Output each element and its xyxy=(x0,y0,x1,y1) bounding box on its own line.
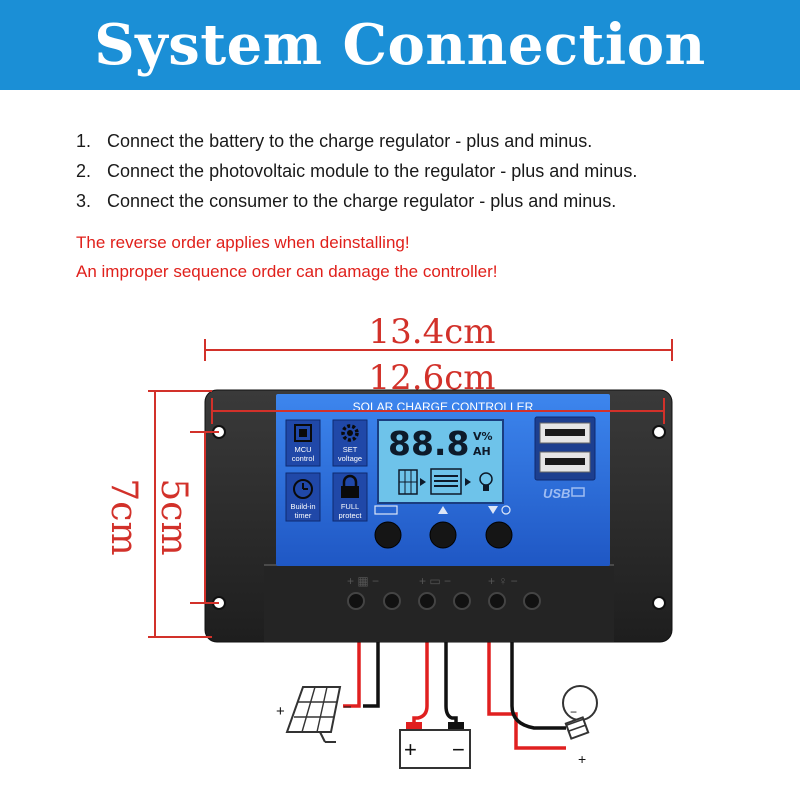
lcd-unit-bottom: AH xyxy=(473,445,491,458)
pv-negative-wire xyxy=(363,636,380,708)
usb-label: USB xyxy=(543,486,570,501)
instruction-step: 1. Connect the battery to the charge regu… xyxy=(76,126,637,156)
pv-minus-sign: − xyxy=(343,699,352,716)
lcd-arrow-icon xyxy=(465,478,471,486)
warning-reverse-order: The reverse order applies when deinstall… xyxy=(76,233,410,252)
inner-height-label: 5cm xyxy=(153,478,194,555)
feature-set-voltage: SET voltage xyxy=(332,419,368,467)
step-text: Connect the consumer to the charge regul… xyxy=(107,191,617,211)
mounting-hole xyxy=(652,425,666,439)
up-arrow-icon xyxy=(438,506,448,514)
feature-line2: voltage xyxy=(338,454,362,463)
charge-controller: SOLAR CHARGE CONTROLLER MCU control SET … xyxy=(204,389,673,643)
battery-minus-sign: − xyxy=(452,737,465,762)
load-plus-sign: + xyxy=(578,751,586,767)
step-number: 2. xyxy=(76,161,92,181)
lcd-battery-icon xyxy=(430,468,462,495)
step-number: 1. xyxy=(76,131,92,151)
feature-full-protect: FULL protect xyxy=(332,472,368,522)
lcd-digits: 88.8 xyxy=(388,424,469,463)
terminal-screw xyxy=(418,592,436,610)
feature-line1: SET xyxy=(343,445,358,454)
battery-positive-wire xyxy=(412,636,429,722)
padlock-icon xyxy=(342,474,358,487)
dimension-annotations xyxy=(148,339,673,638)
down-button[interactable] xyxy=(485,521,513,549)
inner-width-label: 12.6cm xyxy=(369,358,496,398)
feature-line2: protect xyxy=(339,511,363,520)
terminal-screw xyxy=(453,592,471,610)
step-number: 3. xyxy=(76,191,92,211)
pv-plus-sign: + xyxy=(276,703,285,720)
clock-icon xyxy=(293,479,313,499)
lcd-arrow-icon xyxy=(420,478,426,486)
menu-button[interactable] xyxy=(374,521,402,549)
instruction-list: 1. Connect the battery to the charge regu… xyxy=(76,126,637,216)
wiring xyxy=(343,636,566,750)
feature-line2: timer xyxy=(295,511,312,520)
page-title: System Connection xyxy=(94,12,706,78)
usb-ports: USB xyxy=(534,416,596,501)
usb-plug-icon xyxy=(571,487,585,497)
battery-negative-wire xyxy=(444,636,458,722)
instruction-step: 3. Connect the consumer to the charge reg… xyxy=(76,186,637,216)
battery-plus-sign: + xyxy=(404,737,417,762)
control-buttons xyxy=(374,505,513,549)
load-positive-wire xyxy=(487,636,566,750)
terminal-screw xyxy=(523,592,541,610)
svg-text:+ ▭ −: + ▭ − xyxy=(419,574,451,588)
feature-line1: MCU xyxy=(294,445,311,454)
feature-line1: Build-in xyxy=(290,502,315,511)
title-banner: System Connection xyxy=(0,0,800,90)
up-button[interactable] xyxy=(429,521,457,549)
instruction-step: 2. Connect the photovoltaic module to the… xyxy=(76,156,637,186)
pv-positive-wire xyxy=(343,636,361,708)
warning-improper-sequence: An improper sequence order can damage th… xyxy=(76,262,498,281)
feature-line2: control xyxy=(292,454,315,463)
solar-panel-icon: + − xyxy=(276,686,352,743)
feature-build-in-timer: Build-in timer xyxy=(285,472,321,522)
battery-icon: + − xyxy=(399,722,471,769)
gear-icon xyxy=(341,424,359,442)
mounting-hole xyxy=(652,596,666,610)
lcd-display: 88.8 V% AH xyxy=(377,419,504,504)
outer-width-label: 13.4cm xyxy=(369,312,496,352)
step-text: Connect the photovoltaic module to the r… xyxy=(107,161,638,181)
outer-height-label: 7cm xyxy=(103,478,144,555)
mcu-chip-icon xyxy=(294,424,312,442)
step-text: Connect the battery to the charge regula… xyxy=(107,131,593,151)
svg-text:+ ▦ −: + ▦ − xyxy=(347,574,379,588)
menu-icon xyxy=(374,505,398,515)
down-arrow-icon xyxy=(488,506,498,514)
terminal-screw xyxy=(383,592,401,610)
load-negative-wire xyxy=(510,636,566,730)
light-bulb-icon: + − xyxy=(562,685,598,767)
terminal-block: + ▦ − + ▭ − + ♀ − xyxy=(347,574,541,610)
feature-line1: FULL xyxy=(341,502,359,511)
svg-text:+ ♀ −: + ♀ − xyxy=(488,574,518,588)
lcd-unit-top: V% xyxy=(473,430,493,443)
terminal-screw xyxy=(347,592,365,610)
feature-mcu-control: MCU control xyxy=(285,419,321,467)
load-minus-sign: − xyxy=(570,705,577,719)
terminal-screw xyxy=(488,592,506,610)
